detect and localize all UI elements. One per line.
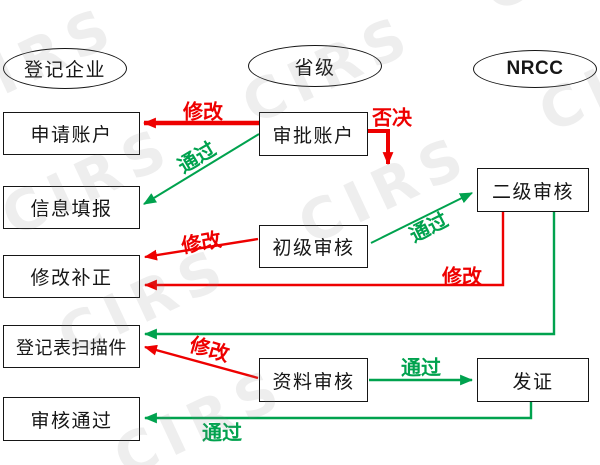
lane-header-nrcc-label: NRCC (506, 58, 564, 79)
node-issue-cert-label: 发证 (512, 371, 554, 393)
lane-header-province: 省级 (248, 45, 382, 87)
arrow-pass-approve-to-fill (143, 133, 260, 205)
node-review-passed: 审核通过 (3, 397, 140, 441)
edge-label-modify-3: 修改 (442, 264, 482, 289)
node-amend-label: 修改补正 (30, 268, 113, 289)
node-scan-form: 登记表扫描件 (3, 325, 140, 368)
arrow-pass-second-review-to-scan (143, 212, 556, 340)
node-material-review-label: 资料审核 (272, 371, 355, 393)
arrow-pass-first-review-to-second-review (370, 192, 473, 244)
node-info-fill: 信息填报 (3, 186, 140, 229)
arrow-modify-second-review-to-amend (143, 212, 505, 291)
node-approve-account: 审批账户 (259, 112, 368, 156)
node-second-review-label: 二级审核 (491, 181, 574, 203)
node-first-review-label: 初级审核 (272, 238, 355, 259)
lane-header-province-label: 省级 (294, 57, 336, 79)
edge-label-pass-3: 通过 (401, 355, 441, 380)
node-info-fill-label: 信息填报 (30, 199, 113, 220)
node-scan-form-label: 登记表扫描件 (16, 337, 127, 358)
arrow-pass-cert-to-passed (143, 402, 533, 424)
node-first-review: 初级审核 (259, 225, 368, 268)
edge-label-pass-4: 通过 (202, 420, 242, 445)
edge-label-reject: 否决 (372, 105, 412, 130)
lane-header-enterprise: 登记企业 (3, 48, 127, 89)
arrow-reject-approve-terminate (368, 129, 394, 166)
lane-header-enterprise-label: 登记企业 (23, 60, 106, 81)
node-review-passed-label: 审核通过 (30, 410, 113, 432)
arrow-modify-material-review-to-scan (143, 344, 259, 380)
edge-label-modify-1: 修改 (183, 99, 223, 124)
node-apply-account: 申请账户 (3, 112, 140, 155)
node-approve-account-label: 审批账户 (272, 125, 355, 147)
node-amend: 修改补正 (3, 255, 140, 298)
node-apply-account-label: 申请账户 (30, 125, 113, 146)
arrow-modify-first-review-to-amend (143, 237, 259, 261)
lane-header-nrcc: NRCC (473, 50, 597, 88)
node-issue-cert: 发证 (477, 358, 589, 402)
node-second-review: 二级审核 (477, 168, 589, 212)
node-material-review: 资料审核 (259, 358, 368, 402)
